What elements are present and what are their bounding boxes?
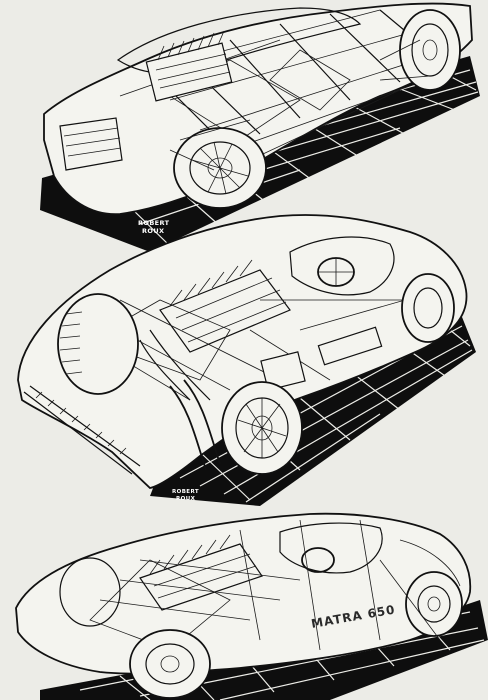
- rear-wheel-bottom: [129, 629, 211, 699]
- signature-line-2: ROUX: [142, 227, 164, 235]
- near-wheel-middle: [221, 381, 303, 475]
- signature-line-2: ROUX: [176, 496, 196, 502]
- body-outline-middle: [17, 214, 468, 489]
- front-wheel-top: [173, 127, 267, 209]
- far-rear-wheel-bottom: [59, 557, 121, 627]
- signature-line-1: ROBERT: [138, 219, 170, 227]
- signature-line-1: ROBERT: [172, 489, 199, 495]
- cutaway-car-middle: ROBERT ROUX: [17, 214, 476, 506]
- front-wheel-middle: [401, 273, 455, 343]
- cutaway-car-bottom: MATRA 650: [15, 512, 488, 700]
- cutaway-car-top: ROBERT ROUX: [40, 2, 480, 252]
- artist-signature-middle: ROBERT ROUX: [172, 489, 199, 502]
- steering-wheel-middle: [317, 257, 355, 287]
- engine-top: [145, 30, 233, 102]
- rear-tyre-middle: [57, 293, 139, 395]
- engine-bottom: [139, 534, 263, 611]
- artist-signature-top: ROBERT ROUX: [138, 219, 170, 235]
- steering-wheel-bottom: [301, 547, 335, 573]
- front-wheel-bottom: [405, 571, 463, 637]
- engine-middle: [139, 259, 291, 401]
